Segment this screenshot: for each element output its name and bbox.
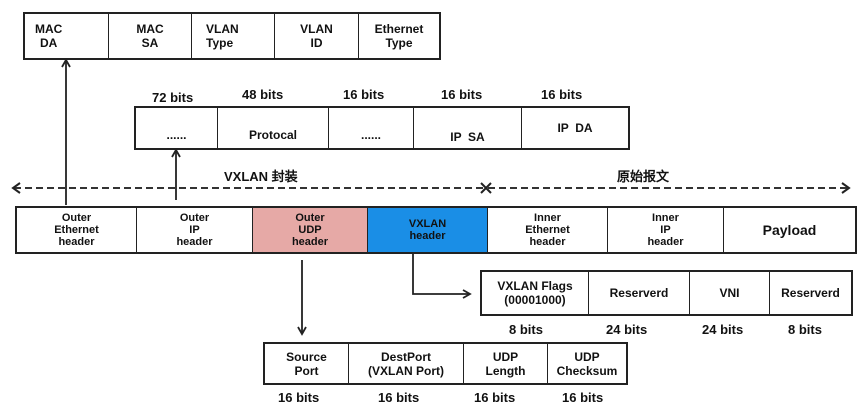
vxlan-packet: Outer Ethernet header Outer IP header Ou… (15, 206, 857, 254)
vxlan-header-detail: VXLAN Flags (00001000) Reserverd VNI Res… (480, 270, 853, 316)
field-payload: Payload (724, 208, 855, 252)
udp-header-detail: Source Port DestPort (VXLAN Port) UDP Le… (263, 342, 628, 385)
field-reserved-2: Reserverd (781, 286, 840, 300)
ip-bits-2: 16 bits (343, 87, 385, 102)
field-vlan-id: VLAN ID (275, 14, 359, 58)
field-vxlan-flags: VXLAN Flags (00001000) (482, 272, 589, 314)
vxlan-bits-3: 8 bits (788, 322, 822, 337)
udp-bits-2: 16 bits (474, 390, 516, 405)
field-vni: VNI (690, 272, 770, 314)
field-reserved-1: Reserverd (589, 272, 690, 314)
span-divider-mark (480, 182, 492, 194)
field-udp-length: UDP Length (464, 344, 548, 383)
ip-bits-1: 48 bits (242, 87, 284, 102)
udp-bits-3: 16 bits (562, 390, 604, 405)
vxlan-bits-2: 24 bits (702, 322, 744, 337)
field-inner-ip: Inner IP header (608, 208, 724, 252)
span-encap-label: VXLAN 封装 (224, 169, 298, 184)
field-outer-ethernet: Outer Ethernet header (17, 208, 137, 252)
field-ip-sa: IP SA (414, 108, 522, 148)
field-outer-ip: Outer IP header (137, 208, 253, 252)
field-vxlan-header: VXLAN header (368, 208, 488, 252)
field-protocol: Protocal (218, 108, 329, 148)
field-ethernet-type: Ethernet Type (374, 22, 424, 50)
udp-bits-0: 16 bits (278, 390, 320, 405)
field-ip-ellipsis-2: ...... (329, 108, 414, 148)
field-udp-checksum: UDP Checksum (556, 349, 618, 378)
ip-header: ...... Protocal ...... IP SA IP DA (134, 106, 630, 150)
vxlan-bits-0: 8 bits (509, 322, 543, 337)
ip-bits-4: 16 bits (541, 87, 583, 102)
field-ip-da: IP DA (557, 121, 593, 135)
field-inner-ethernet: Inner Ethernet header (488, 208, 608, 252)
field-ip-ellipsis-1: ...... (136, 108, 218, 148)
ethernet-frame: MAC DA MAC SA VLAN Type VLAN ID Ethernet… (23, 12, 441, 60)
field-mac-da: MAC DA (25, 14, 109, 58)
field-vlan-type: VLAN Type (192, 14, 275, 58)
ip-bits-0: 72 bits (152, 90, 194, 105)
udp-bits-1: 16 bits (378, 390, 420, 405)
span-left-arrowhead (11, 182, 21, 194)
field-outer-udp: Outer UDP header (253, 208, 368, 252)
field-dest-port: DestPort (VXLAN Port) (349, 344, 464, 383)
vxlan-bits-1: 24 bits (606, 322, 648, 337)
arrow-vxlan-to-vxlan-header (412, 253, 472, 299)
field-source-port: Source Port (265, 344, 349, 383)
span-original-label: 原始报文 (617, 169, 670, 184)
ip-bits-3: 16 bits (441, 87, 483, 102)
span-right-arrowhead (841, 182, 851, 194)
field-mac-sa: MAC SA (109, 14, 192, 58)
